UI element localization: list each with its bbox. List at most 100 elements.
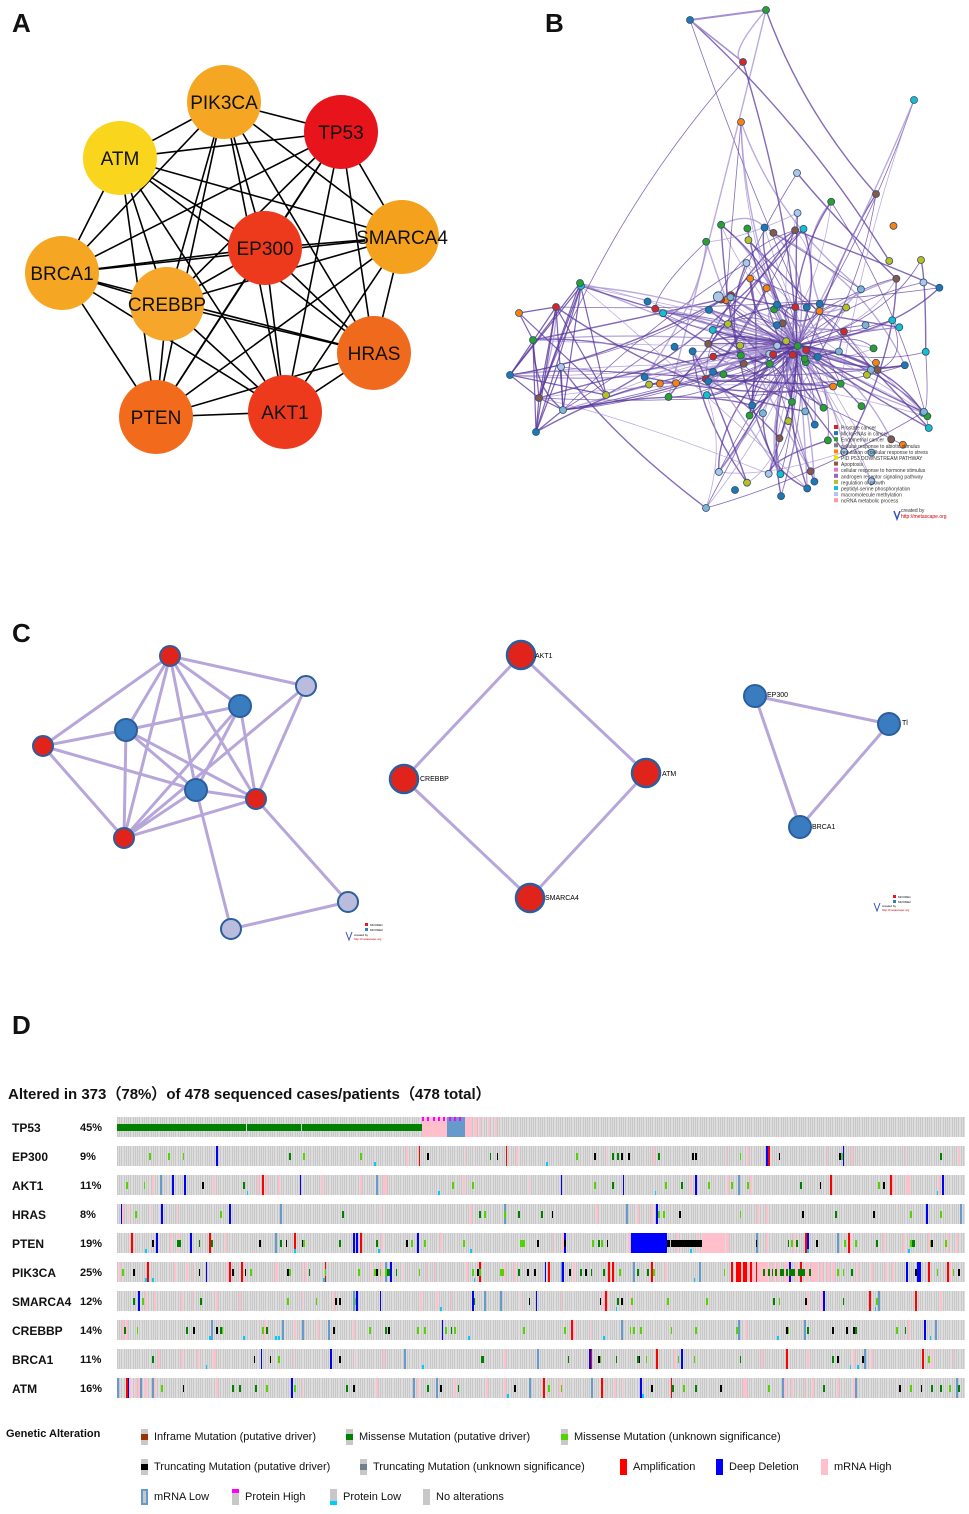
ppi-edge [119,131,342,159]
alteration-mark [645,1233,648,1253]
alteration-mark [739,1262,742,1282]
alteration-mark [193,1327,196,1334]
alteration-mark [145,1249,148,1253]
alteration-mark [145,1124,148,1131]
alteration-mark [147,1124,149,1131]
alteration-mark [501,1269,504,1276]
alteration-mark [681,1182,683,1189]
alteration-mark [266,1385,268,1392]
alteration-mark [258,1124,261,1131]
alteration-mark [125,1378,128,1398]
legend-swatch [834,498,838,503]
alteration-mark [216,1378,219,1398]
alteration-mark [418,1146,421,1166]
alteration-mark [940,1291,942,1311]
alteration-mark [650,1233,653,1253]
alteration-mark [682,1240,685,1247]
legend-swatch [834,431,838,436]
alteration-mark [572,1320,575,1340]
alteration-mark [782,1378,785,1398]
alteration-mark [211,1124,213,1131]
term-node [762,6,770,14]
gene-alteration-pct: 8% [80,1209,96,1221]
panel-c-letter: C [12,618,31,648]
alteration-mark [351,1124,353,1131]
alteration-mark [805,1298,808,1305]
alteration-mark [274,1336,277,1340]
alteration-mark [301,1378,304,1398]
alteration-mark [407,1124,410,1131]
term-node [765,360,774,368]
alteration-mark [317,1320,320,1340]
alteration-mark [253,1124,256,1131]
alteration-mark [821,1262,824,1282]
enrichment-edge [535,382,677,433]
mcode-node [114,718,138,742]
alteration-mark [250,1269,252,1276]
alteration-track [117,1146,965,1166]
alteration-mark [264,1320,266,1340]
legend-label: No alterations [436,1491,504,1503]
legend-swatch [821,1459,828,1475]
enrichment-edge [796,282,924,346]
alteration-mark [922,1349,925,1369]
alteration-mark [721,1233,724,1253]
mcode-edge [238,705,258,800]
alteration-mark [223,1124,226,1131]
term-node [739,360,748,368]
legend-label: Deep Deletion [729,1461,799,1473]
alteration-mark [319,1124,321,1131]
alteration-mark [246,1191,249,1195]
enrichment-edge [725,121,742,301]
alteration-mark [154,1124,157,1131]
term-node [640,373,649,382]
alteration-mark [207,1124,210,1131]
alteration-mark [778,1153,781,1160]
term-node [840,448,849,456]
alteration-mark [746,1262,749,1282]
enrichment-edge [830,201,930,429]
alteration-mark [622,1175,625,1195]
alteration-mark [416,1327,419,1334]
term-node [793,169,801,177]
alteration-mark [445,1117,447,1137]
alteration-mark [301,1240,304,1247]
alteration-mark [143,1124,146,1131]
alteration-mark [356,1233,359,1253]
alteration-mark [725,1233,728,1253]
mcode-edge [42,728,127,748]
alteration-mark [658,1153,660,1160]
alteration-mark [209,1233,212,1253]
alteration-mark [750,1262,753,1282]
term-node [801,407,810,416]
alteration-mark [117,1378,119,1398]
enrichment-edge [518,312,534,341]
alteration-mark [849,1365,852,1369]
alteration-mark [851,1146,854,1166]
alteration-mark [739,1211,742,1218]
gene-name: PIK3CA [12,1266,57,1280]
term-node [835,347,843,356]
alteration-mark [294,1249,297,1253]
alteration-mark [656,1233,659,1253]
legend-label: Protein Low [343,1491,402,1503]
alteration-mark [819,1182,822,1189]
alteration-mark [395,1124,398,1131]
alteration-mark [523,1327,526,1334]
legend-item: Missense Mutation (putative driver) [346,1429,530,1445]
enrichment-edge [538,282,581,399]
alteration-mark [329,1124,332,1131]
alteration-track [117,1233,965,1253]
alteration-mark [294,1385,297,1392]
term-node [748,401,757,410]
enrichment-edge [532,339,540,399]
alteration-mark [285,1240,288,1247]
metascape-logo-icon [345,931,353,942]
alteration-mark [902,1233,905,1253]
enrichment-edge [773,344,798,475]
alteration-mark [152,1124,155,1131]
alteration-mark [196,1349,199,1369]
legend-label: Prostate cancer [841,426,876,432]
legend-label: Protein High [245,1491,306,1503]
